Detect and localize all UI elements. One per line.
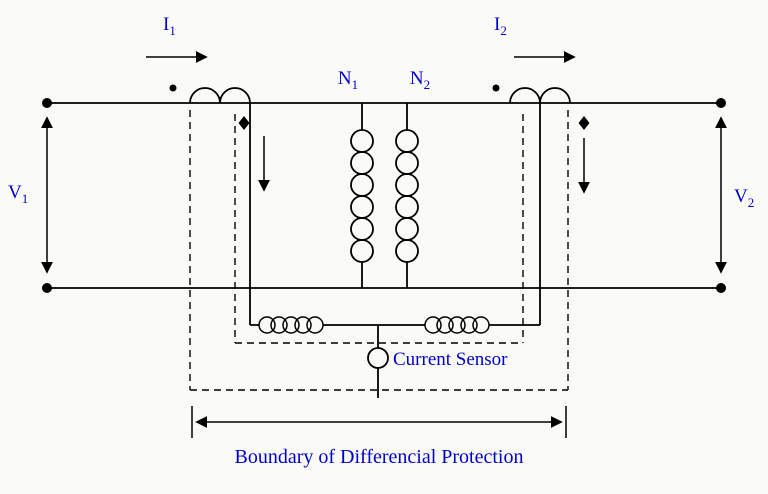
right-restraint-coil: [424, 316, 490, 334]
primary-coil-loop: [350, 217, 374, 241]
right-current-transformer: [509, 87, 571, 104]
terminal-dot-top-right: [716, 98, 726, 108]
secondary-coil-loop: [395, 239, 419, 263]
primary-coil-loop: [350, 173, 374, 197]
primary-coil-loop: [350, 129, 374, 153]
label-i2: I2: [494, 14, 507, 38]
secondary-coil-loop: [395, 217, 419, 241]
left-current-transformer: [189, 87, 251, 104]
primary-coil-loop: [350, 151, 374, 175]
right-polarity-diamond: [578, 116, 590, 130]
left-ct-polarity-dot: [169, 84, 177, 92]
protection-zone-boundary: [189, 110, 569, 391]
secondary-coil-loop: [395, 129, 419, 153]
left-restraint-coil: [258, 316, 324, 334]
label-n1: N1: [338, 68, 358, 92]
primary-coil-loop: [350, 239, 374, 263]
label-v1: V1: [8, 182, 28, 206]
label-boundary: Boundary of Differencial Protection: [235, 446, 524, 468]
secondary-coil-loop: [395, 151, 419, 175]
primary-coil-loop: [350, 195, 374, 219]
left-polarity-diamond: [238, 116, 250, 130]
primary-winding: [350, 103, 374, 288]
label-current-sensor: Current Sensor: [393, 349, 508, 370]
right-ct-polarity-dot: [492, 84, 500, 92]
secondary-winding: [395, 103, 419, 288]
label-n2: N2: [410, 68, 430, 92]
secondary-coil-loop: [395, 195, 419, 219]
terminal-dot-bottom-right: [716, 283, 726, 293]
secondary-coil-loop: [395, 173, 419, 197]
current-sensor-circle: [367, 347, 389, 369]
label-v2: V2: [734, 186, 754, 210]
terminal-dot-bottom-left: [42, 283, 52, 293]
label-i1: I1: [163, 14, 176, 38]
terminal-dot-top-left: [42, 98, 52, 108]
